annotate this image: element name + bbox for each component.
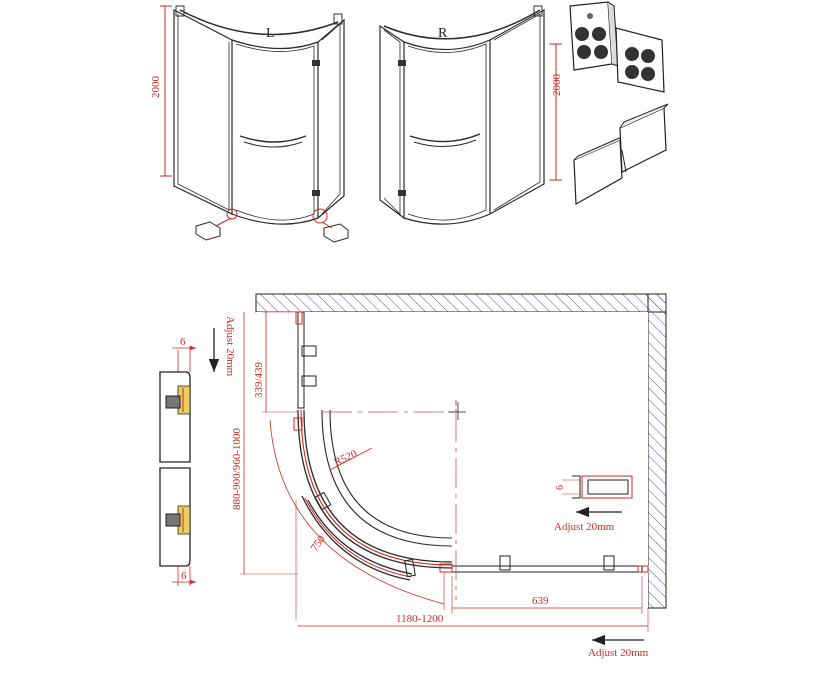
- perspective-left: 2000 L: [150, 5, 349, 243]
- adjust-bottom-label: Adjust 20mm: [588, 647, 649, 659]
- label-right: R: [438, 26, 448, 41]
- profile-top-value: 6: [180, 336, 186, 348]
- total-width-label: 1180-1200: [396, 613, 444, 625]
- side-range-dimension: 880-900/960-1000: [231, 428, 243, 510]
- hinge-open-detail: [569, 1, 665, 93]
- plan-view: R520 339/439 880-900/960-1000 Adjust 20m…: [208, 293, 667, 659]
- door-width-label: 639: [532, 595, 549, 607]
- adjust-mid-label: Adjust 20mm: [554, 521, 615, 533]
- height-label-right: 2000: [551, 74, 563, 97]
- side-top-dimension: 339/439: [253, 361, 265, 398]
- profile-bottom-value: 6: [181, 570, 187, 582]
- profile-detail: 6 6: [159, 336, 196, 586]
- label-left: L: [266, 26, 275, 41]
- perspective-right: 2000 R: [379, 5, 563, 225]
- adjust-side-label: Adjust 20mm: [224, 316, 236, 377]
- height-label-left: 2000: [150, 76, 162, 99]
- clearance-mid-label: 6: [555, 485, 566, 490]
- hinge-closed-detail: [573, 103, 669, 206]
